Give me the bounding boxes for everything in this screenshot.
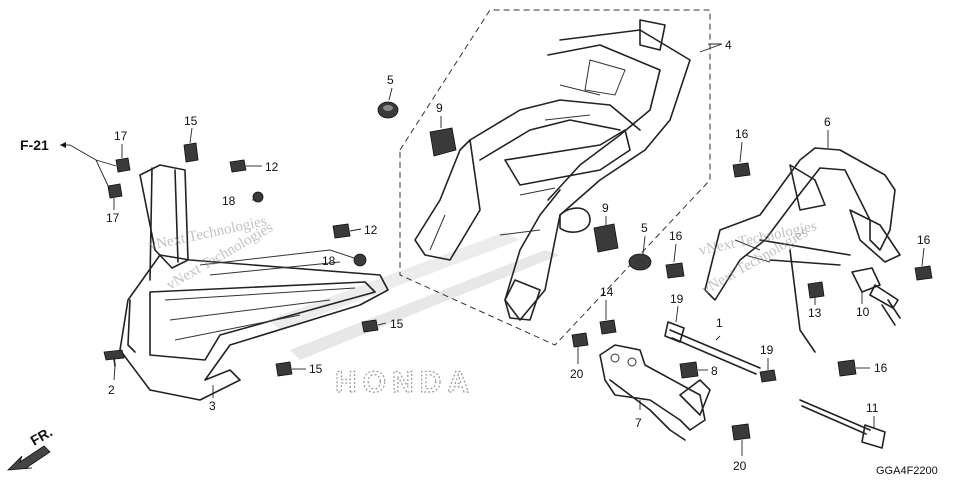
callout-9-lower: 9 [602, 201, 609, 215]
callout-15-middle: 15 [390, 317, 404, 331]
brand-watermark: HONDA [335, 366, 475, 399]
callout-17-upper: 17 [114, 129, 128, 143]
floor-frame-part [119, 164, 389, 401]
callout-5-upper: 5 [387, 73, 394, 87]
callout-20-bottom: 20 [733, 459, 747, 473]
callout-4: 4 [725, 38, 732, 52]
grab-rail-part [704, 147, 901, 353]
callout-numbers: 1 2 3 4 5 5 6 7 8 9 9 10 11 12 12 13 14 … [106, 38, 931, 473]
callout-7: 7 [635, 416, 642, 430]
honda-brand-mark: HONDA [268, 232, 560, 400]
rubber-mount-upper [429, 127, 457, 157]
fasteners [103, 142, 933, 441]
cap-upper [377, 101, 399, 119]
callout-9-upper: 9 [436, 101, 443, 115]
callout-14: 14 [600, 285, 614, 299]
reference-label: F-21 [20, 137, 49, 153]
callout-13: 13 [808, 306, 822, 320]
cap-lower [628, 253, 652, 271]
leader-lines [69, 43, 925, 456]
shaft-part [664, 321, 761, 375]
reference-f21: F-21 [20, 137, 70, 153]
diagram-code: GGA4F2200 [876, 465, 938, 477]
seat-frame-group-box [399, 9, 711, 346]
callout-10: 10 [856, 305, 870, 319]
callout-16-right: 16 [917, 233, 931, 247]
rubber-mount-lower [593, 223, 619, 253]
reference-arrowhead-icon [60, 142, 66, 148]
callout-5-lower: 5 [641, 221, 648, 235]
callout-15-upper: 15 [184, 114, 198, 128]
helmet-lock-part [851, 267, 901, 326]
long-bolt-part [799, 399, 886, 449]
callout-16-left: 16 [669, 229, 683, 243]
bracket-part [599, 344, 711, 441]
front-direction-label: FR. [28, 423, 56, 448]
callout-20-left: 20 [570, 367, 584, 381]
callout-15-lower: 15 [309, 362, 323, 376]
callout-8: 8 [711, 364, 718, 378]
callout-18-lower: 18 [322, 254, 336, 268]
callout-12-lower: 12 [364, 223, 378, 237]
callout-6: 6 [824, 115, 831, 129]
callout-12-upper: 12 [265, 160, 279, 174]
callout-3: 3 [209, 399, 216, 413]
callout-19-lower: 19 [760, 343, 774, 357]
callout-2: 2 [108, 383, 115, 397]
callout-11: 11 [866, 401, 879, 415]
seat-frame-part [414, 19, 691, 321]
callout-18-upper: 18 [222, 194, 236, 208]
callout-16-bottom: 16 [874, 361, 888, 375]
front-arrow-icon [6, 445, 51, 471]
callout-17-lower: 17 [106, 211, 120, 225]
front-direction-indicator: FR. [6, 423, 56, 471]
callout-19-upper: 19 [670, 292, 684, 306]
callout-16-top: 16 [735, 127, 749, 141]
callout-1: 1 [716, 316, 723, 330]
